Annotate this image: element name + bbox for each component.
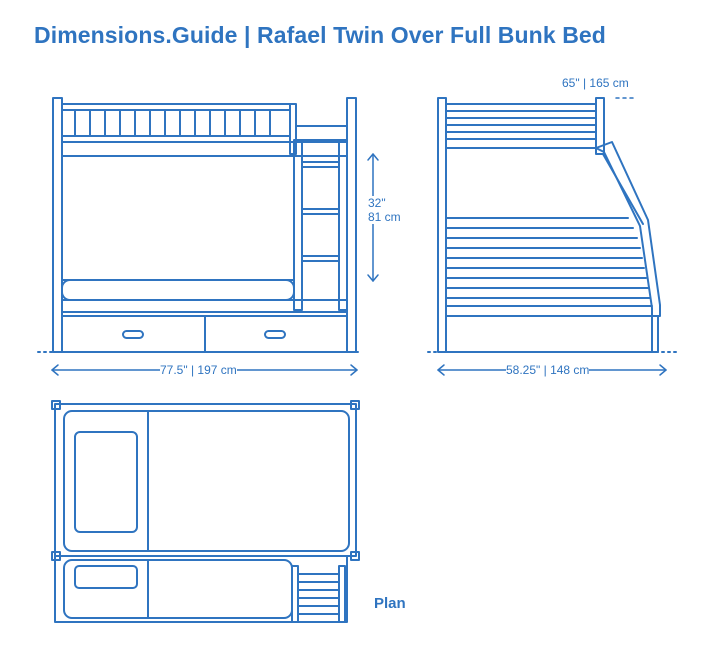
plan-upper-mattress	[64, 411, 349, 551]
side-left-post	[438, 98, 446, 352]
lower-bunk-frame	[62, 300, 347, 312]
plan-outer-frame	[55, 404, 356, 556]
ladder-height-label-cm: 81 cm	[366, 210, 403, 224]
depth-dimension-label: 58.25" | 148 cm	[506, 363, 590, 377]
ladder-height-label-in: 32"	[366, 196, 388, 210]
plan-corner-post	[351, 401, 359, 409]
side-upper-slats	[446, 104, 596, 148]
side-base	[446, 316, 652, 352]
width-dimension-label: 77.5" | 197 cm	[160, 363, 237, 377]
plan-corner-post	[351, 552, 359, 560]
front-view	[38, 98, 378, 375]
front-ladder	[294, 140, 347, 310]
side-ladder-edge	[603, 154, 643, 224]
page-title: Dimensions.Guide | Rafael Twin Over Full…	[34, 22, 606, 48]
plan-lower-frame	[55, 556, 347, 622]
overall-height-label: 65" | 165 cm	[562, 76, 629, 90]
plan-view	[52, 401, 359, 622]
side-view	[428, 98, 680, 375]
drawer-handle-right	[265, 331, 285, 338]
plan-pillow	[75, 432, 137, 532]
side-lower-slats	[446, 218, 652, 306]
side-right-foot	[652, 316, 658, 352]
front-left-post	[53, 98, 62, 352]
plan-corner-post	[52, 401, 60, 409]
plan-label: Plan	[374, 595, 406, 612]
lower-mattress	[62, 280, 294, 300]
upper-bunk-panel	[62, 156, 294, 280]
front-right-post	[347, 98, 356, 352]
drawer-handle-left	[123, 331, 143, 338]
plan-ladder	[292, 566, 345, 622]
guard-rail-slats	[75, 110, 270, 136]
plan-lower-pillow	[75, 566, 137, 588]
upper-right-rail	[296, 126, 347, 140]
upper-bunk-frame	[62, 142, 347, 156]
